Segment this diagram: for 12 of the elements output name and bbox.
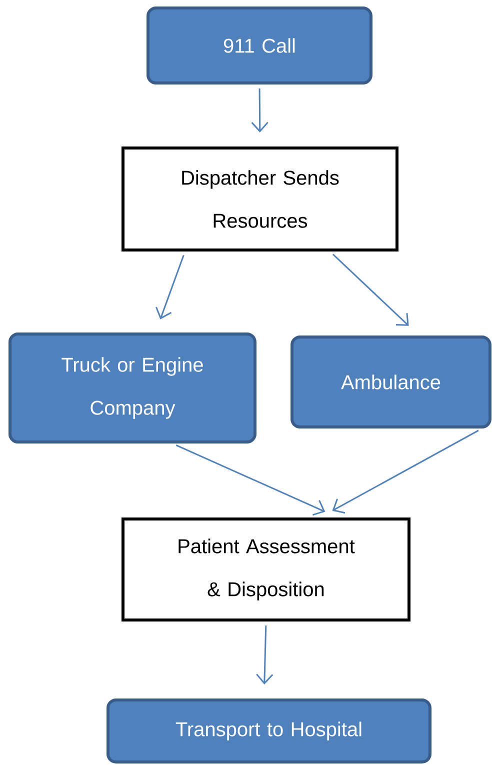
process-box: Ambulance bbox=[290, 336, 492, 428]
step-box: Patient Assessment & Disposition bbox=[122, 518, 410, 622]
arrow bbox=[176, 444, 326, 516]
arrow bbox=[156, 255, 184, 320]
process-box: Truck or Engine Company bbox=[8, 332, 256, 444]
arrow bbox=[332, 430, 479, 514]
arrow bbox=[256, 625, 274, 684]
step-box: Dispatcher Sends Resources bbox=[122, 146, 398, 252]
process-box: Transport to Hospital bbox=[106, 698, 432, 764]
arrow bbox=[332, 254, 409, 326]
arrow bbox=[251, 88, 268, 132]
process-box: 911 Call bbox=[146, 6, 372, 84]
